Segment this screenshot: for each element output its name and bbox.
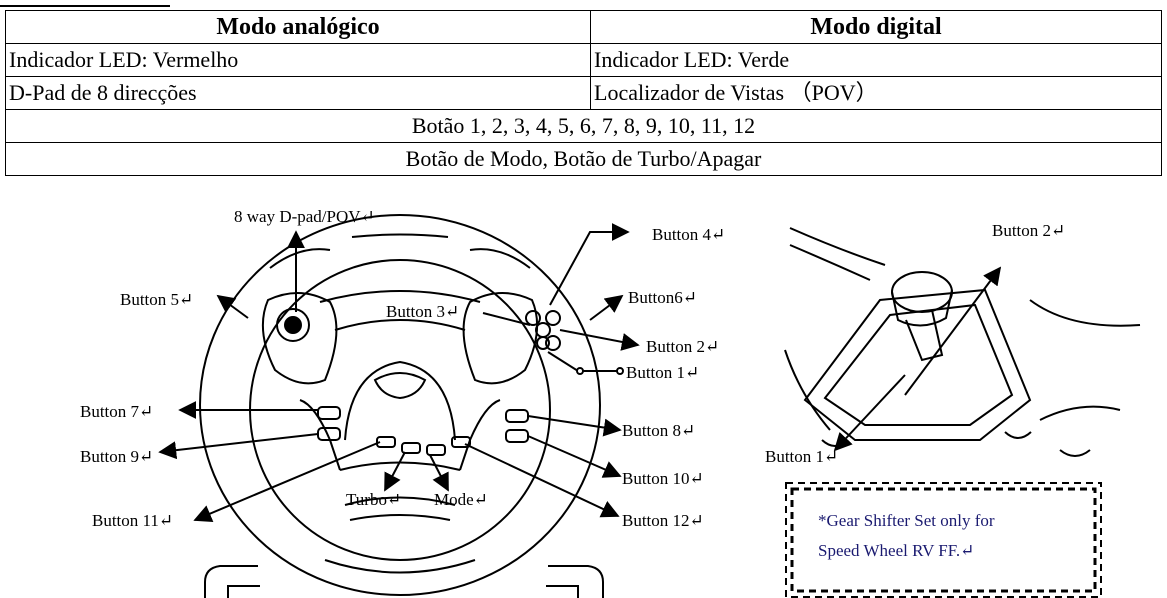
label-turbo: Turbo↵ [346, 490, 401, 509]
callout-arrows [158, 223, 640, 522]
cell-buttons: Botão 1, 2, 3, 4, 5, 6, 7, 8, 9, 10, 11,… [5, 109, 1162, 143]
label-button-9: Button 9↵ [80, 447, 153, 466]
shifter-callout-arrows [833, 266, 1002, 452]
label-button-2: Button 2↵ [646, 337, 719, 356]
label-button-1: Button 1↵ [626, 363, 699, 382]
label-button-6: Button6↵ [628, 288, 697, 307]
cell-digital-pov: Localizador de Vistas （POV） [590, 76, 1162, 110]
label-mode: Mode↵ [434, 490, 488, 509]
header-digital: Modo digital [590, 10, 1162, 44]
label-button-12: Button 12↵ [622, 511, 704, 530]
cell-mode-turbo: Botão de Modo, Botão de Turbo/Apagar [5, 142, 1162, 176]
cell-digital-led: Indicador LED: Verde [590, 43, 1162, 77]
note-line-2: Speed Wheel RV FF.↵ [818, 541, 974, 560]
table-row: Botão 1, 2, 3, 4, 5, 6, 7, 8, 9, 10, 11,… [5, 109, 1162, 143]
table-row: Botão de Modo, Botão de Turbo/Apagar [5, 142, 1162, 176]
top-rule [0, 0, 170, 7]
label-button-4: Button 4↵ [652, 225, 725, 244]
table-row: D-Pad de 8 direcções Localizador de Vist… [5, 76, 1162, 110]
label-shifter-button-1: Button 1↵ [765, 447, 838, 466]
table-row: Indicador LED: Vermelho Indicador LED: V… [5, 43, 1162, 77]
label-button-3: Button 3↵ [386, 302, 459, 321]
label-button-8: Button 8↵ [622, 421, 695, 440]
label-shifter-button-2: Button 2↵ [992, 221, 1065, 240]
label-button-10: Button 10↵ [622, 469, 704, 488]
cell-analog-led: Indicador LED: Vermelho [5, 43, 591, 77]
label-button-7: Button 7↵ [80, 402, 153, 421]
steering-wheel-illustration [199, 214, 604, 598]
header-analog: Modo analógico [5, 10, 591, 44]
cell-analog-dpad: D-Pad de 8 direcções [5, 76, 591, 110]
note-box: *Gear Shifter Set only for Speed Wheel R… [785, 482, 1102, 598]
label-button-11: Button 11↵ [92, 511, 173, 530]
table-header-row: Modo analógico Modo digital [5, 10, 1162, 44]
gear-shifter-illustration [784, 227, 1141, 457]
modes-table: Modo analógico Modo digital Indicador LE… [5, 10, 1162, 176]
note-line-1: *Gear Shifter Set only for [818, 511, 995, 530]
label-dpad-pov: 8 way D-pad/POV↵ [234, 207, 375, 226]
label-button-5: Button 5↵ [120, 290, 193, 309]
controller-diagram: 8 way D-pad/POV↵ Button 5↵ Button 3↵ But… [80, 207, 1141, 598]
